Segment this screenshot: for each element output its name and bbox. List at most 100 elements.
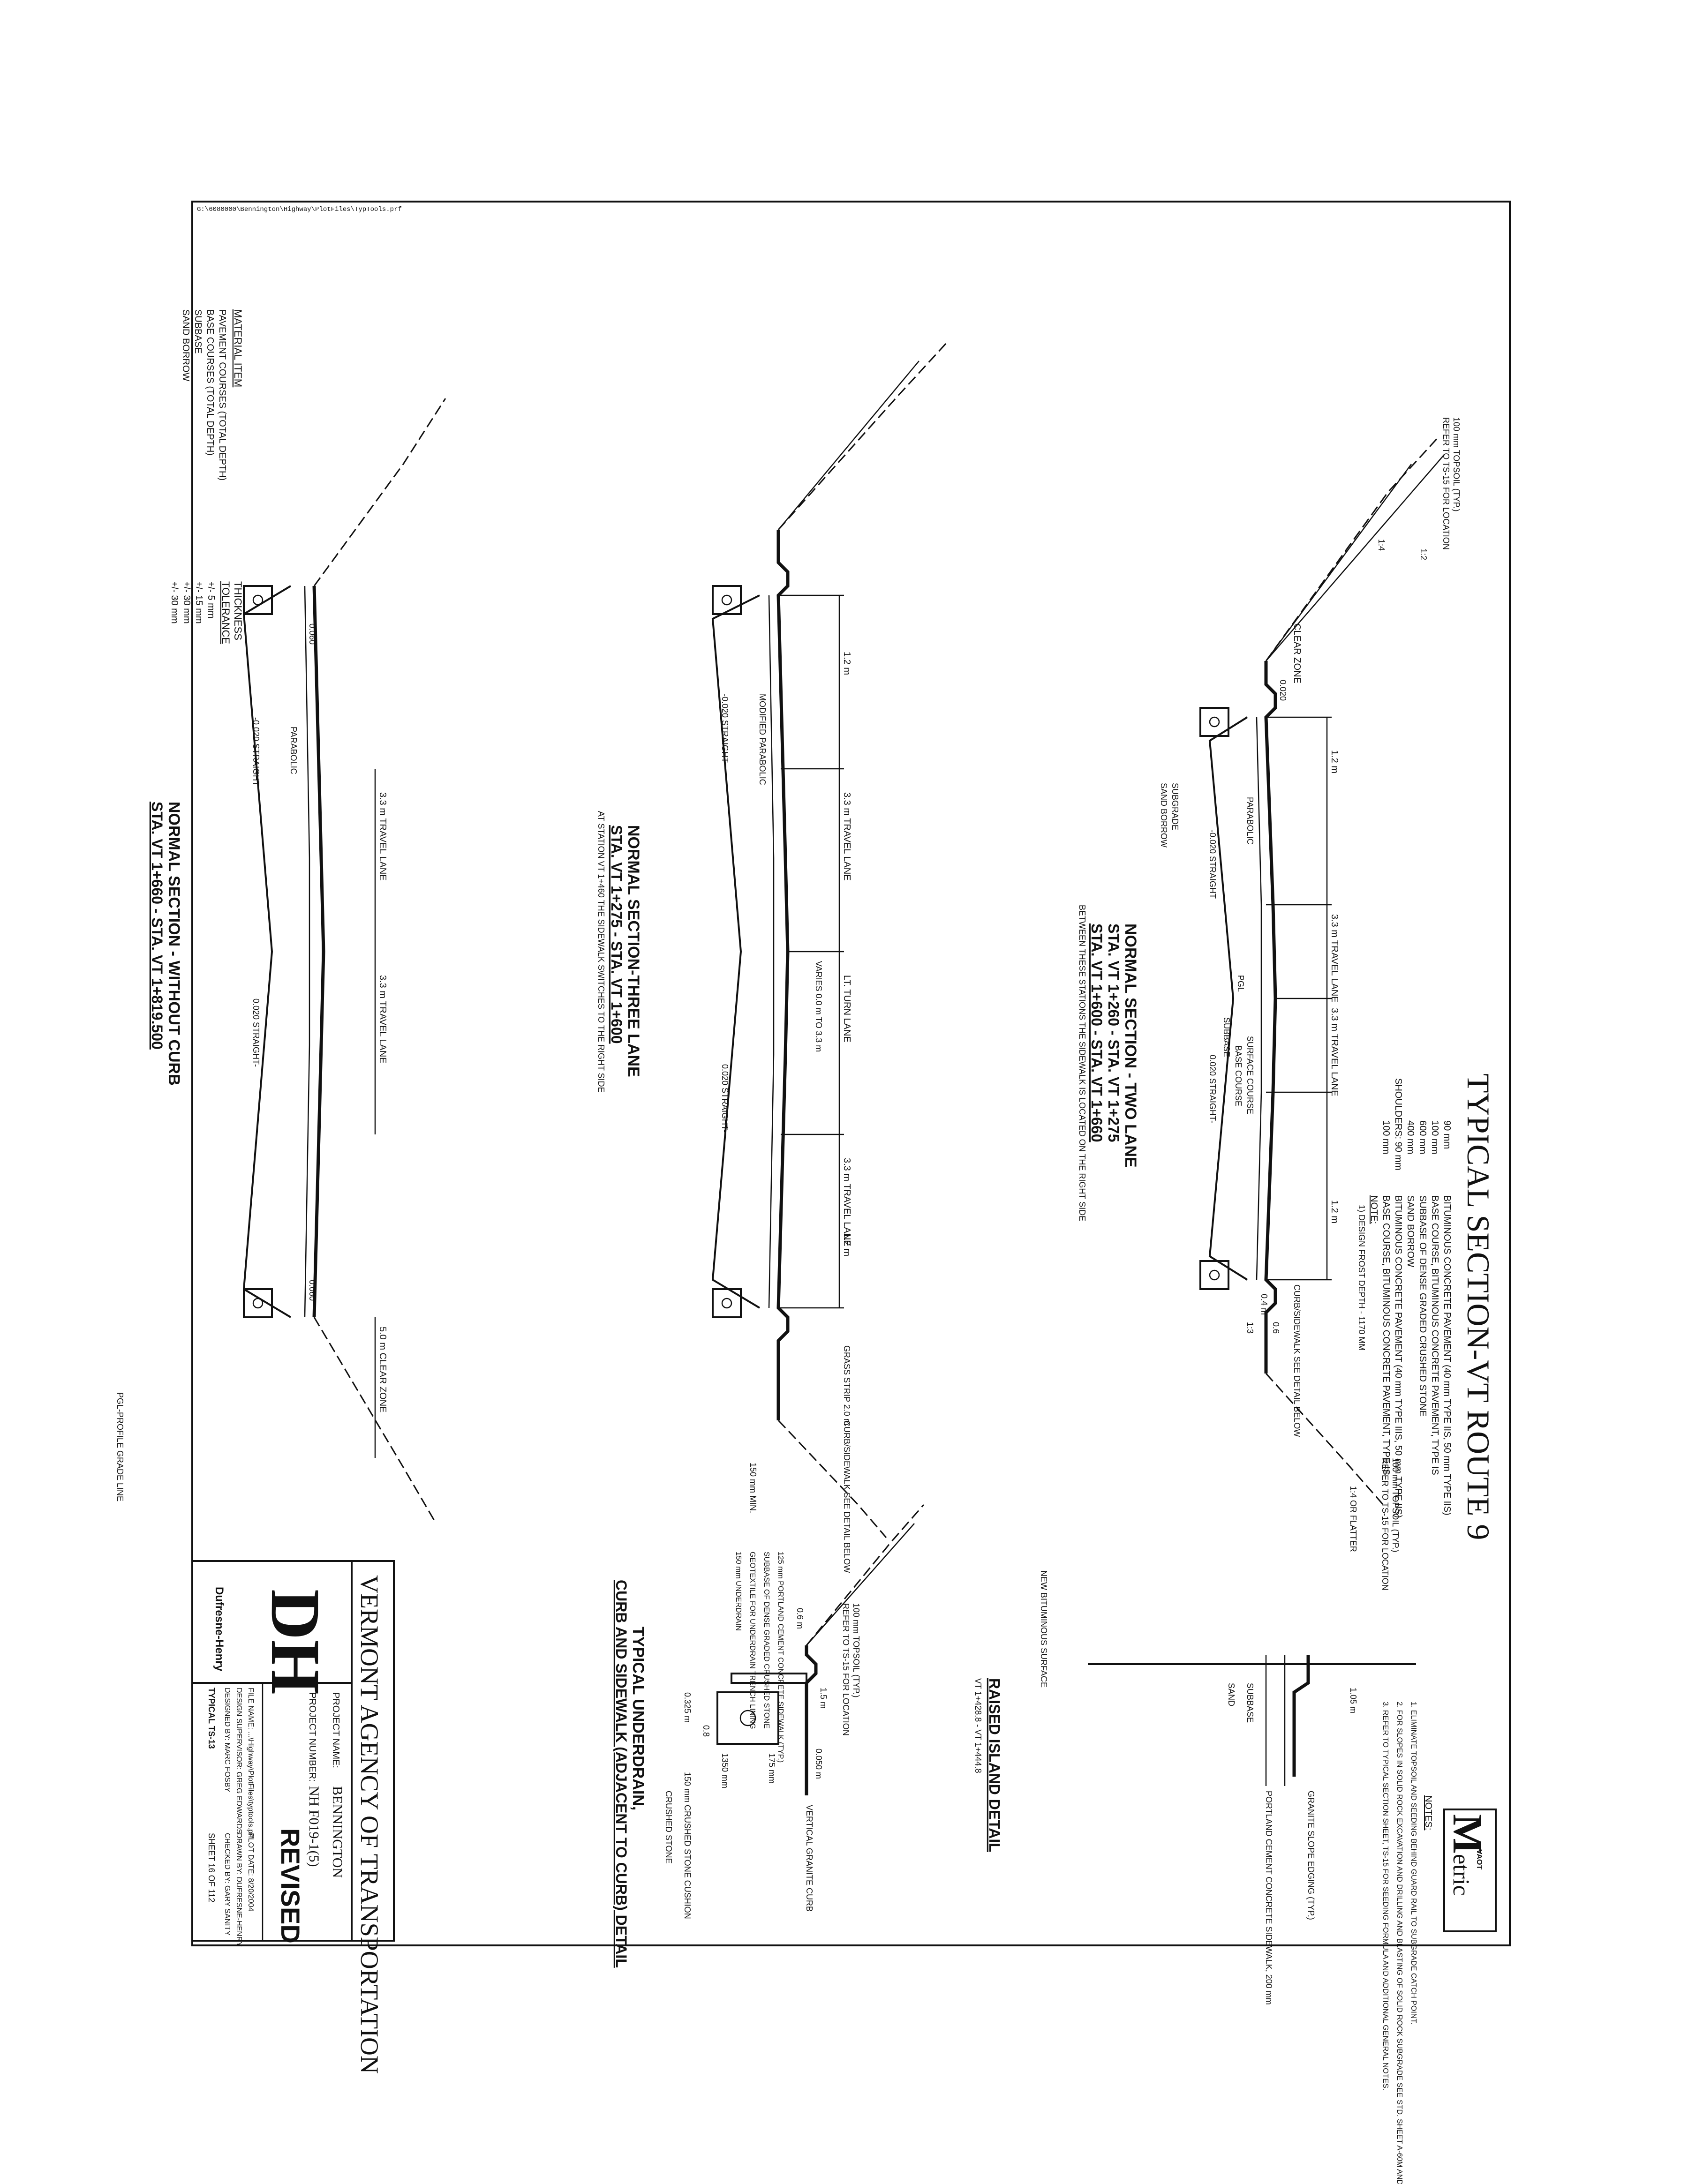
s2-pavement-surface xyxy=(776,530,790,1420)
s3-straight-l: -0.020 STRAIGHT xyxy=(251,717,261,786)
ud-topsoil: 100 mm TOPSOIL (TYP.) xyxy=(852,1603,861,1697)
s2-lane-r: 3.3 m TRAVEL LANE xyxy=(842,1158,852,1246)
s3-v060-r: 0.060 xyxy=(308,1280,317,1301)
s2-straight-l: -0.020 STRAIGHT xyxy=(720,694,730,763)
material-item-header: MATERIAL ITEM xyxy=(232,309,244,387)
ud-v06: 0.6 m xyxy=(795,1608,805,1629)
general-notes: M VAOT etric NOTES: 1. ELIMINATE TOPSOIL… xyxy=(1381,1702,1497,2184)
s3-base-line xyxy=(304,585,310,1318)
ud-trench xyxy=(716,1691,779,1745)
tb-project-number: NH F019-1(5) xyxy=(306,1786,322,1867)
s1-sta: STA. VT 1+260 - STA. VT 1+275 xyxy=(1105,923,1122,1142)
ri-pcc: PORTLAND CEMENT CONCRETE SIDEWALK, 200 m… xyxy=(1264,1791,1274,2005)
ri-granite: GRANITE SLOPE EDGING (TYP.) xyxy=(1306,1791,1316,1920)
tb-project-name-label: PROJECT NAME: xyxy=(331,1692,341,1768)
s1-slope-12: 1:2 xyxy=(1419,548,1428,560)
ud-v175: 175 mm xyxy=(767,1753,776,1784)
metric-logo: M xyxy=(1444,1814,1491,1854)
mat-d-4: BITUMINOUS CONCRETE PAVEMENT (40 mm TYPE… xyxy=(1393,1195,1403,1518)
s2-pipe-right xyxy=(721,1298,732,1309)
material-row-0: PAVEMENT COURSES (TOTAL DEPTH) xyxy=(217,309,227,480)
tb-sheet: SHEET 16 OF 112 xyxy=(207,1833,216,1902)
s3-v060-l: 0.060 xyxy=(308,623,317,645)
underdrain-detail: 100 mm TOPSOIL (TYP.) REFER TO TS-15 FOR… xyxy=(613,1504,925,1968)
s2-curb-ref: CURB/SIDEWALK SEE DETAIL BELOW xyxy=(842,1420,852,1573)
s1-slope-left-3 xyxy=(1265,464,1412,661)
tb-typical: TYPICAL TS-13 xyxy=(207,1688,216,1749)
s1-flatter: 1:4 OR FLATTER xyxy=(1349,1486,1358,1552)
s3-pipe-left xyxy=(252,594,264,606)
s3-lane-l: 3.3 m TRAVEL LANE xyxy=(377,792,388,881)
ud-surface xyxy=(805,1645,818,1795)
metric-badge xyxy=(1443,1809,1497,1932)
section-two-lane: 1.2 m 3.3 m TRAVEL LANE 3.3 m TRAVEL LAN… xyxy=(1078,417,1461,1591)
ri-title: RAISED ISLAND DETAIL xyxy=(986,1678,1003,1852)
sheet-title: TYPICAL SECTION-VT ROUTE 9 xyxy=(1461,1073,1496,1540)
s2-straight-r: 0.020 STRAIGHT- xyxy=(720,1064,730,1133)
material-tol-1: +/- 15 mm xyxy=(194,581,204,624)
tb-project-number-label: PROJECT NUMBER: xyxy=(307,1692,317,1782)
s1-topsoil-ref: REFER TO TS-15 FOR LOCATION xyxy=(1441,417,1451,550)
ud-topsoil-ref: REFER TO TS-15 FOR LOCATION xyxy=(841,1603,851,1736)
mat-d-2: SUBBASE OF DENSE GRADED CRUSHED STONE xyxy=(1417,1195,1428,1417)
ud-geotextile: GEOTEXTILE FOR UNDERDRAIN TRENCH LINING xyxy=(748,1552,756,1729)
ri-surface xyxy=(1292,1655,1310,1777)
s1-sand-borrow: SAND BORROW xyxy=(1159,783,1168,848)
s2-lane-c2: VARIES 0.0 m TO 3.3 m xyxy=(814,961,823,1052)
ud-slope-left-2 xyxy=(806,1523,915,1646)
s3-subgrade-line xyxy=(242,585,292,1318)
ri-sand-label: SAND xyxy=(1227,1683,1236,1706)
s1-v06: 0.6 xyxy=(1271,1322,1281,1334)
s1-topsoil-r: 100 mm TOPSOIL (TYP.) xyxy=(1391,1458,1400,1552)
ud-v15: 1.5 m xyxy=(819,1688,828,1709)
s3-lane-r: 3.3 m TRAVEL LANE xyxy=(377,975,388,1064)
mat-t-5: 100 mm xyxy=(1381,1120,1391,1154)
s1-lane-l: 3.3 m TRAVEL LANE xyxy=(1329,914,1340,1003)
s1-sta2: STA. VT 1+600 - STA. VT 1+660 xyxy=(1088,923,1105,1142)
ud-underdrain: 150 mm UNDERDRAIN xyxy=(734,1552,742,1631)
s3-slope-right xyxy=(313,1317,437,1524)
tb-logo: DH xyxy=(256,1589,334,1695)
ud-curb xyxy=(731,1673,807,1684)
mat-t-0: 90 mm xyxy=(1442,1120,1452,1149)
s2-base-line xyxy=(768,595,775,1308)
metric-word: etric xyxy=(1448,1854,1475,1896)
s2-lane-l: 3.3 m TRAVEL LANE xyxy=(842,792,852,881)
mat-d-3: SAND BORROW xyxy=(1405,1195,1416,1267)
ri-v105: 1.05 m xyxy=(1349,1688,1358,1713)
ud-crushed2: CRUSHED STONE xyxy=(664,1791,673,1864)
s2-sta: STA. VT 1+275 - STA. VT 1+600 xyxy=(608,825,625,1044)
mat-d-0: BITUMINOUS CONCRETE PAVEMENT (40 mm TYPE… xyxy=(1442,1195,1452,1516)
tb-design-supervisor: DESIGN SUPERVISOR: GREG EDWARDS xyxy=(235,1688,243,1834)
s3-underdrain-left xyxy=(243,585,273,615)
ud-vgc: VERTICAL GRANITE CURB xyxy=(805,1805,814,1912)
tolerance-header: TOLERANCE xyxy=(220,581,232,644)
s2-slope-right xyxy=(777,1419,887,1538)
s3-parabolic: PARABOLIC xyxy=(289,727,298,774)
s1-v04: 0.4 m xyxy=(1259,1294,1269,1315)
notes-title: NOTES: xyxy=(1423,1795,1433,1830)
material-tol-3: +/- 30 mm xyxy=(169,581,180,624)
tb-plot-date: PLOT DATE: 8/20/2004 xyxy=(247,1833,255,1912)
ud-v1350: 1350 mm xyxy=(720,1753,730,1788)
ud-title2: CURB AND SIDEWALK (ADJACENT TO CURB) DET… xyxy=(613,1580,630,1968)
s1-base: BASE COURSE xyxy=(1234,1045,1243,1106)
s3-pgl-note: PGL-PROFILE GRADE LINE xyxy=(115,1392,125,1501)
ri-sta: VT 1+428.8 - VT 1+444.8 xyxy=(973,1678,983,1773)
s1-base-line xyxy=(1256,717,1262,1280)
s2-lane-c: LT. TURN LANE xyxy=(842,975,852,1043)
s1-clear-zone: CLEAR ZONE xyxy=(1292,623,1302,683)
note-3: 3. REFER TO TYPICAL SECTION SHEET, TS-15… xyxy=(1381,1702,1389,2090)
s2-shoulder-r: 1.2 m xyxy=(842,1233,852,1256)
note-1: 1. ELIMINATE TOPSOIL AND SEEDING BEHIND … xyxy=(1409,1702,1417,2025)
ud-crushed: 150 mm CRUSHED STONE CUSHION xyxy=(683,1772,692,1919)
s2-min150: 150 mm MIN. xyxy=(748,1463,758,1513)
s1-subgrade-line xyxy=(1208,716,1248,1281)
s1-pgl: PGL xyxy=(1236,975,1245,992)
s2-shoulder-l: 1.2 m xyxy=(842,652,852,675)
s1-pipe-left xyxy=(1209,716,1220,728)
s2-note: AT STATION VT 1+460 THE SIDEWALK SWITCHE… xyxy=(596,811,606,1093)
s2-pipe-left xyxy=(721,594,732,606)
tb-revised: REVISED xyxy=(276,1828,305,1944)
material-tol-0: +/- 5 mm xyxy=(206,581,216,618)
